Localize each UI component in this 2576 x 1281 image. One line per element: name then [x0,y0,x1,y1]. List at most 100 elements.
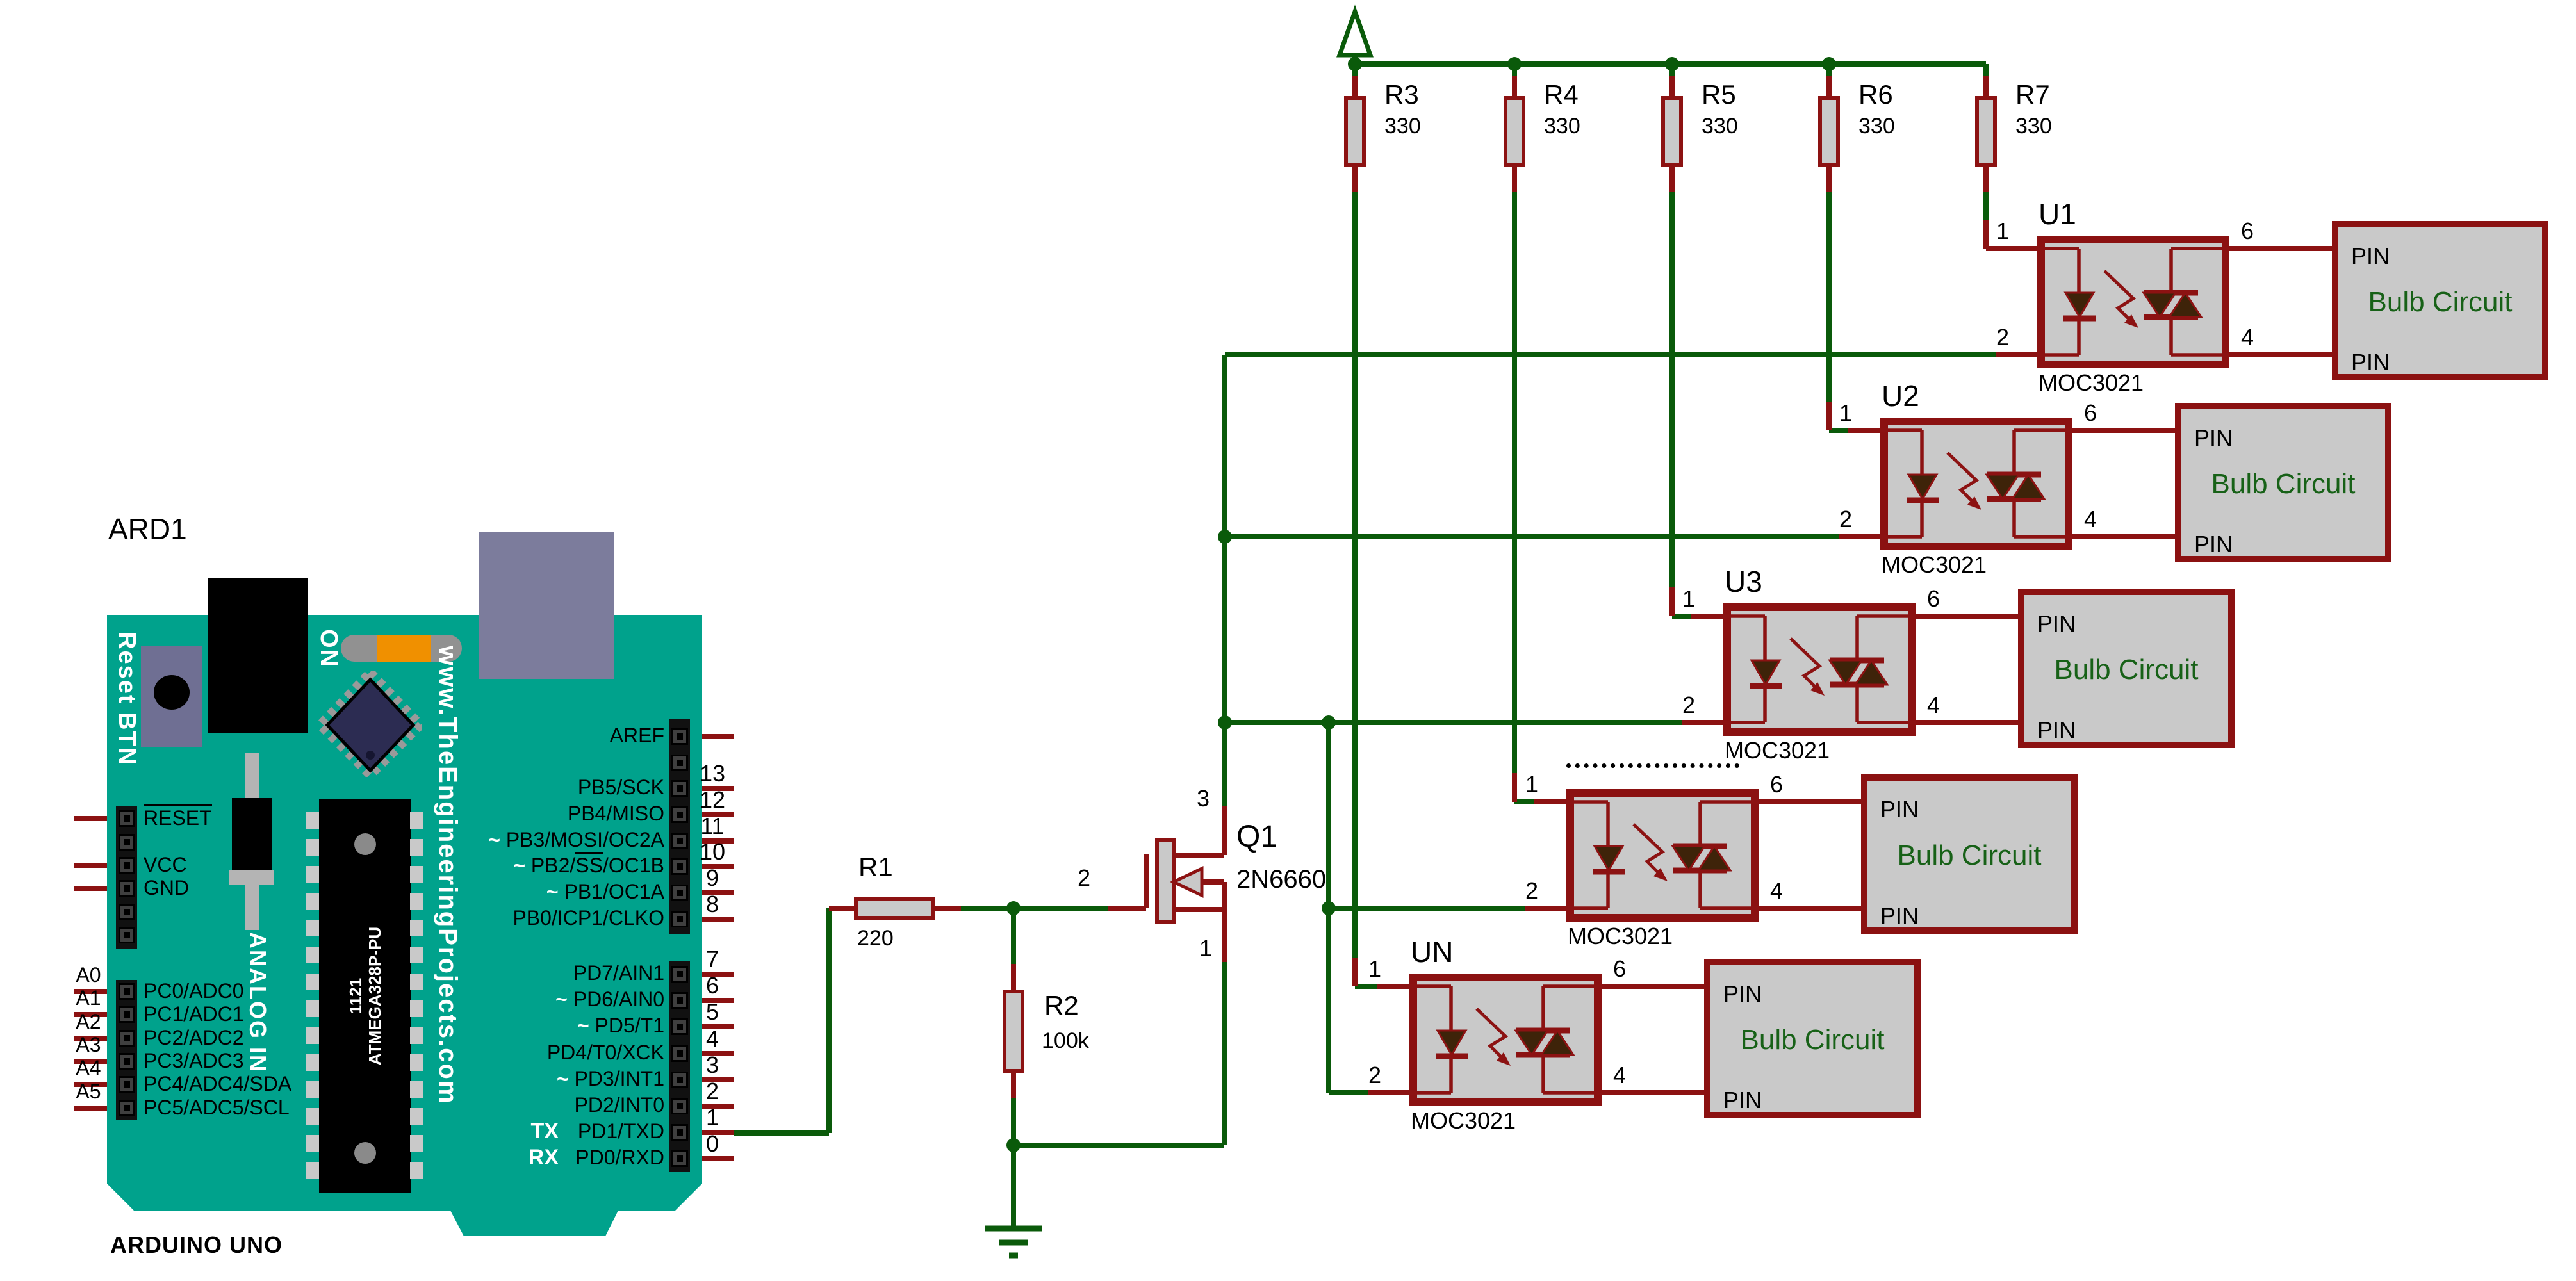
chip-pin-right [410,893,423,910]
bulb-circuit-label: Bulb Circuit [2368,286,2513,318]
digital-pin-label-aref: AREF [609,724,664,747]
analog-inner-label-a3: PC3/ADC3 [144,1049,244,1072]
opto-to-bulb-leads [2072,428,2175,539]
opto-pin6-label: 6 [2241,218,2254,244]
analog-header-pin [119,983,135,1000]
r2-value: 100k [1042,1029,1089,1053]
chip-pin-left [306,839,319,856]
reset-button-cap [154,675,190,710]
chip-pin-right [410,1081,423,1098]
digital-lower-header-pin [671,992,688,1009]
opto-to-bulb-leads [1916,614,2018,725]
light-arrow-icon [2103,270,2137,324]
junction-dots [1006,57,1836,1152]
resistor-r5-body [1661,96,1683,167]
digital-lower-header-pin [671,1124,688,1141]
opto-pin4-label: 4 [1770,877,1784,904]
optocoupler-symbol [1566,789,1759,922]
optocoupler-symbol [1880,418,2072,550]
led-icon [1593,845,1625,872]
opto-part-u4: MOC3021 [1568,923,1673,949]
digital-pin-number-7: 7 [705,946,719,972]
chip-pin-left [306,1108,319,1125]
digital-upper-header-pin [671,833,688,849]
bulb-pin-bottom: PIN [2037,717,2076,743]
r1-value: 220 [857,926,894,951]
capacitor-body [232,798,272,870]
digital-pin-label-pd7-ain1: PD7/AIN1 [573,961,664,984]
opto-pin2-label: 2 [1368,1062,1382,1088]
opto-part-u1: MOC3021 [2039,370,2144,396]
digital-lower-header-pin [671,1098,688,1114]
analog-header-pin [119,1030,135,1047]
analog-outer-label-a5: A5 [76,1080,101,1103]
digital-upper-header-strip [669,719,690,934]
bulb-pin-bottom: PIN [2194,531,2233,557]
capacitor-lead-top [245,753,259,798]
bulb-pin-top: PIN [2037,610,2076,637]
ground-symbol [985,1225,1042,1259]
analog-outer-label-a3: A3 [76,1033,101,1056]
atmega328-chip [319,799,411,1193]
chip-pin-left [306,1054,319,1071]
triac-icon [1985,473,2021,501]
analog-inner-label-a4: PC4/ADC4/SDA [144,1072,292,1095]
power-header-pin [119,810,135,827]
chip-bottom-circle [354,1142,376,1164]
bulb-circuit-label: Bulb Circuit [2211,468,2356,500]
chip-pin-left [306,1027,319,1044]
r3-value: 330 [1384,114,1421,138]
power-jack [208,578,308,733]
opto-pin1-label: 1 [1525,771,1539,797]
chip-pin-left [306,974,319,990]
usb-connector [479,532,614,679]
digital-upper-header-pin [671,780,688,797]
triac-icon [1828,659,1864,687]
opto-pin6-label: 6 [1927,585,1940,612]
serial-label-tx: TX [530,1119,559,1143]
digital-lower-header-pin [671,966,688,983]
led-icon [1907,473,1939,501]
bulb-circuit-label: Bulb Circuit [1897,840,2042,871]
opto-ref-u2: U2 [1882,379,1919,412]
r5-refdes: R5 [1702,79,1736,110]
analog-outer-label-a2: A2 [76,1010,101,1033]
optocoupler-symbol [1409,974,1602,1106]
resistor-r3-body [1344,96,1366,167]
chip-pin-right [410,1135,423,1152]
chip-pin-right [410,947,423,963]
chip-pin-right [410,1162,423,1179]
opto-pin1-label: 1 [1682,585,1696,612]
opto-pin4-label: 4 [2241,324,2254,350]
digital-pin-label-pd1-txd: PD1/TXD [577,1120,664,1143]
opto-pin2-label: 2 [1839,506,1853,532]
mosfet-source-arrow-icon [1170,866,1204,898]
digital-pin-number-3: 3 [705,1052,719,1078]
smd-chip-icon [318,671,422,777]
optocoupler-symbol [2037,236,2229,368]
chip-pin-right [410,812,423,829]
digital-upper-header-pin [671,755,688,771]
q1-pin3-label: 3 [1197,785,1210,812]
digital-pin-label-pd3-int1: ~ PD3/INT1 [556,1067,664,1090]
opto-ref-un: UN [1411,935,1454,968]
digital-upper-header-pin [671,728,688,745]
opto-pin4-label: 4 [1613,1062,1627,1088]
r7-value: 330 [2015,114,2052,138]
silk-analog-in: ANALOG IN [245,932,271,1073]
digital-pin-number-13: 13 [699,760,726,787]
digital-pin-number-8: 8 [705,891,719,917]
r6-value: 330 [1858,114,1895,138]
power-symbol [1336,4,1374,58]
chip-pin-left [306,812,319,829]
digital-lower-header-pin [671,1150,688,1167]
digital-pin-number-12: 12 [699,787,726,813]
opto-pin2-label: 2 [1996,324,2010,350]
arduino-refdes: ARD1 [108,512,187,546]
chip-pin-left [306,1162,319,1179]
chip-pin-left [306,1081,319,1098]
resistor-r7-body [1975,96,1997,167]
